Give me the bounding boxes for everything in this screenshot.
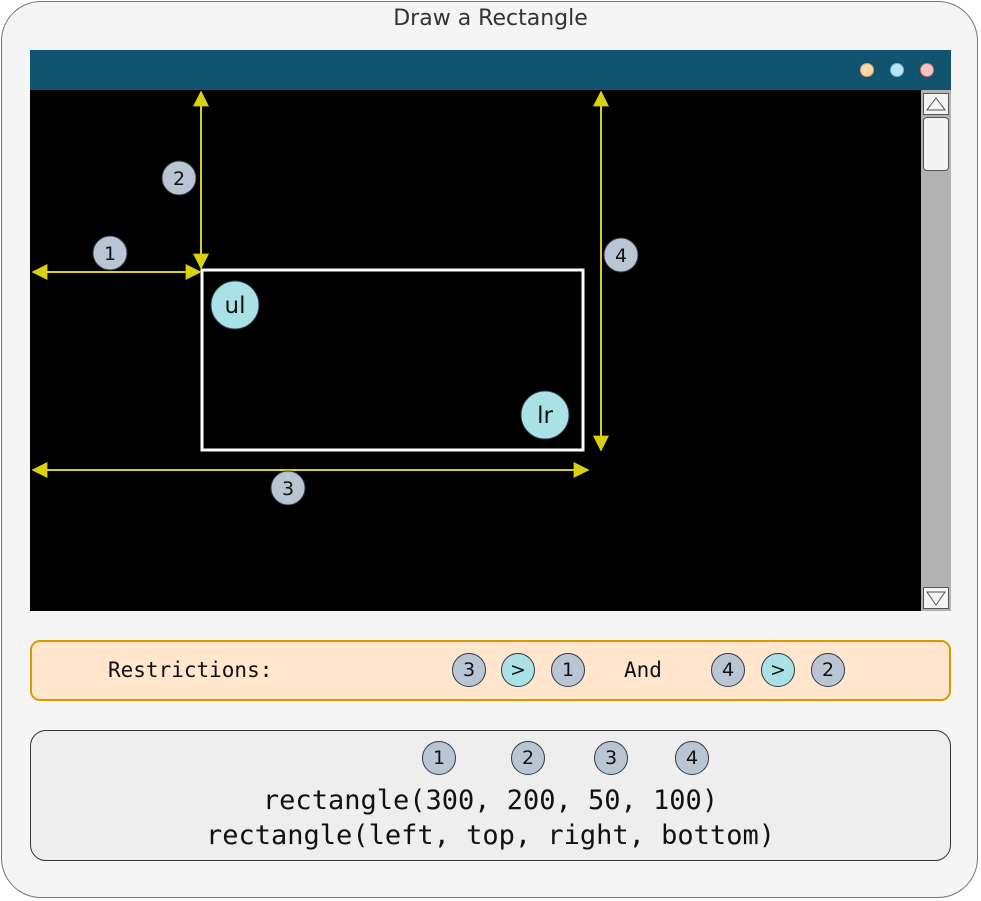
minimize-icon[interactable] — [860, 63, 874, 77]
svg-text:ul: ul — [225, 293, 246, 319]
svg-text:1: 1 — [104, 243, 116, 265]
code-signature: rectangle(left, top, right, bottom) — [206, 820, 775, 851]
label-left: 1 — [92, 235, 128, 271]
param-number-badge: 2 — [511, 741, 545, 775]
restriction-badge: 3 — [452, 653, 486, 687]
param-number-badge: 4 — [675, 741, 709, 775]
corner-label-lr: lr — [520, 390, 570, 440]
drawn-rectangle — [200, 268, 585, 452]
diagram-title: Draw a Rectangle — [393, 6, 588, 31]
code-call: rectangle(300, 200, 50, 100) — [262, 785, 719, 816]
restriction-operator: > — [501, 653, 535, 687]
window-titlebar — [30, 50, 951, 90]
param-number-badge: 1 — [422, 741, 456, 775]
corner-label-ul: ul — [210, 280, 260, 330]
svg-text:lr: lr — [537, 403, 553, 429]
param-number-badge: 3 — [594, 741, 628, 775]
restriction-operator: > — [761, 653, 795, 687]
scroll-thumb[interactable] — [923, 117, 949, 171]
vertical-scrollbar[interactable] — [921, 90, 951, 611]
close-icon[interactable] — [920, 63, 934, 77]
svg-text:2: 2 — [173, 168, 185, 190]
restriction-badge: 4 — [711, 653, 745, 687]
restrictions-label: Restrictions: — [108, 658, 273, 682]
restrictions-connector: And — [624, 658, 662, 682]
svg-text:4: 4 — [615, 245, 627, 267]
triangle-up-icon — [926, 97, 946, 111]
label-bottom: 4 — [603, 237, 639, 273]
restrictions-panel: Restrictions: 3 > 1 And 4 > 2 — [30, 640, 951, 701]
restriction-badge: 1 — [551, 653, 585, 687]
maximize-icon[interactable] — [890, 63, 904, 77]
label-top: 2 — [161, 160, 197, 196]
scroll-down-button[interactable] — [923, 587, 949, 609]
scroll-up-button[interactable] — [923, 93, 949, 115]
restriction-badge: 2 — [811, 653, 845, 687]
triangle-down-icon — [926, 591, 946, 606]
label-right: 3 — [270, 470, 306, 506]
code-panel: 1 2 3 4 rectangle(300, 200, 50, 100) rec… — [30, 730, 951, 861]
svg-text:3: 3 — [282, 478, 294, 500]
